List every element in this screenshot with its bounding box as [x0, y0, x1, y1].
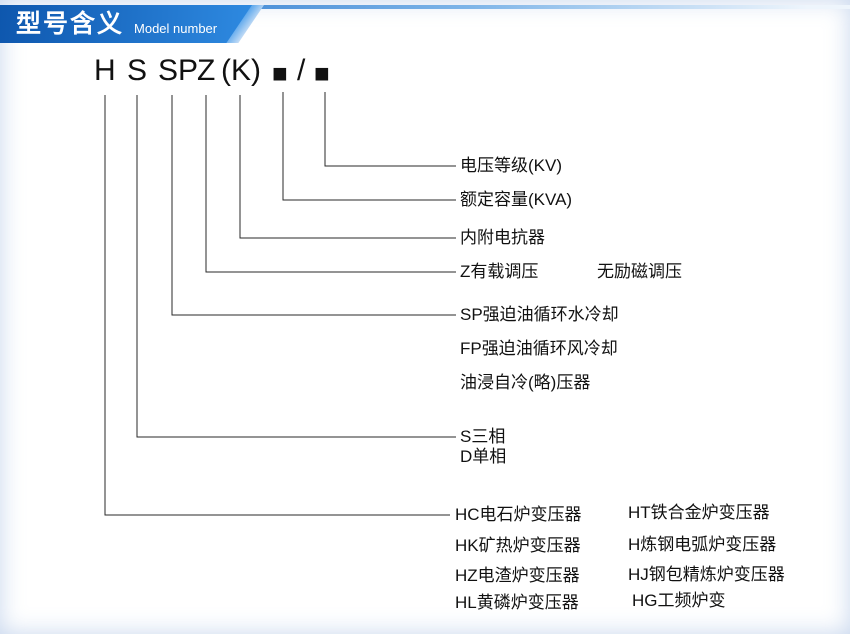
header-banner: 型号含义 Model number — [0, 5, 258, 43]
label-reactor: 内附电抗器 — [460, 228, 545, 247]
connector-reactor — [239, 95, 456, 239]
code-part-k: (K) — [221, 54, 261, 87]
label-h-arc: H炼钢电弧炉变压器 — [628, 535, 777, 554]
label-hz: HZ电渣炉变压器 — [455, 566, 580, 585]
page-subtitle: Model number — [134, 21, 218, 36]
page-title: 型号含义 — [16, 10, 125, 38]
label-d-single: D单相 — [460, 447, 507, 466]
label-hg: HG工频炉变 — [632, 591, 726, 610]
code-part-capacity-square: ■ — [272, 58, 288, 88]
code-part-s: S — [127, 54, 148, 87]
label-z-offload: 无励磁调压 — [597, 262, 682, 281]
code-part-sp: SP — [158, 54, 199, 87]
connector-s — [136, 95, 456, 438]
code-part-voltage-square: ■ — [314, 58, 330, 88]
code-part-h: H — [94, 54, 116, 87]
label-voltage: 电压等级(KV) — [460, 156, 562, 175]
label-hc: HC电石炉变压器 — [455, 505, 582, 524]
label-fp-air: FP强迫油循环风冷却 — [460, 339, 618, 358]
connector-sp — [171, 95, 456, 316]
label-hj: HJ钢包精炼炉变压器 — [628, 565, 785, 584]
label-s-three: S三相 — [460, 427, 506, 446]
connector-z — [205, 95, 456, 273]
label-z-onload: Z有载调压 — [460, 262, 539, 281]
connector-voltage — [324, 92, 456, 167]
top-strip — [0, 5, 850, 9]
label-capacity: 额定容量(KVA) — [460, 190, 573, 209]
label-hl: HL黄磷炉变压器 — [455, 593, 579, 612]
code-part-slash: / — [297, 54, 306, 87]
label-sp-water: SP强迫油循环水冷却 — [460, 305, 619, 324]
connector-capacity — [282, 92, 456, 201]
connector-h — [104, 95, 450, 516]
label-hk: HK矿热炉变压器 — [455, 536, 581, 555]
label-ht: HT铁合金炉变压器 — [628, 503, 770, 522]
code-part-z: Z — [197, 54, 216, 87]
label-oil-self: 油浸自冷(略)压器 — [460, 373, 591, 392]
